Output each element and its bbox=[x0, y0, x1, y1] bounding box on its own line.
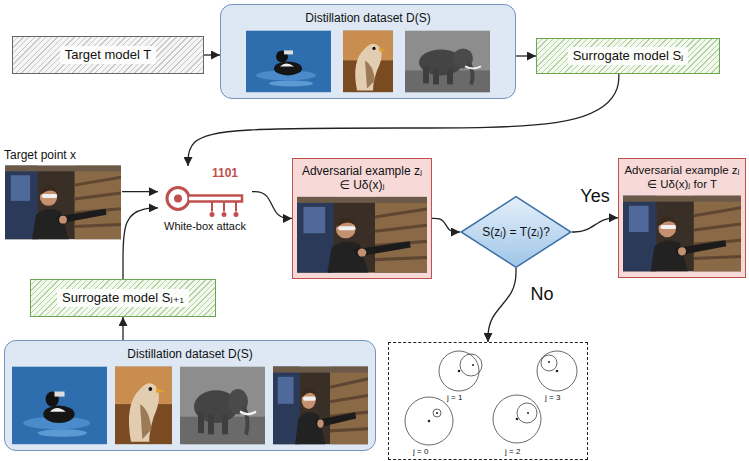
picture-row bbox=[13, 366, 367, 444]
picture-row bbox=[623, 196, 741, 272]
arrow-connector bbox=[122, 317, 123, 340]
node-label: S(zⱼ) = T(zⱼ)? bbox=[482, 225, 550, 239]
arrow-connector bbox=[204, 54, 220, 55]
iteration-panel: j = 0 j = 1 j = 2 j = 3 bbox=[388, 342, 588, 460]
model-box: Target model T bbox=[12, 36, 204, 74]
picture-elephant bbox=[405, 30, 490, 92]
picture-slot bbox=[115, 366, 172, 444]
result-box: Adversarial example zⱼ ∈ Uδ(x)ⱼ for T bbox=[618, 158, 746, 278]
node-label: j = 1 bbox=[447, 393, 462, 403]
picture-bird bbox=[115, 366, 172, 444]
node-label: j = 0 bbox=[413, 447, 428, 457]
arrow-connector bbox=[123, 208, 158, 279]
arrow-connector bbox=[432, 218, 460, 232]
picture-row bbox=[229, 30, 507, 92]
picture-key bbox=[167, 187, 242, 217]
attack-key: 1101White-box attack bbox=[158, 166, 252, 234]
picture-slot bbox=[180, 366, 265, 444]
decision-diamond: S(zⱼ) = T(zⱼ)? bbox=[460, 196, 572, 268]
edge-label: No bbox=[528, 284, 555, 305]
picture-elephant bbox=[180, 366, 265, 444]
picture-person bbox=[297, 197, 427, 273]
picture-slot bbox=[246, 30, 331, 92]
node-label: Distillation dataset D(S) bbox=[229, 11, 507, 25]
dataset-band: Distillation dataset D(S) bbox=[4, 340, 376, 451]
node-label: Surrogate model Sⱼ₊₁ bbox=[57, 289, 189, 307]
edge-label: Yes bbox=[578, 185, 611, 206]
picture-slot bbox=[12, 366, 107, 444]
picture-slot bbox=[623, 196, 741, 272]
input-image: Target point x bbox=[4, 148, 122, 239]
arrow-connector bbox=[572, 218, 618, 232]
picture-slot bbox=[162, 180, 248, 220]
arrow-connector bbox=[252, 192, 292, 219]
model-box: Surrogate model Sⱼ₊₁ bbox=[30, 279, 216, 317]
node-label: Distillation dataset D(S) bbox=[13, 347, 367, 361]
node-label: 1101 bbox=[158, 166, 252, 180]
model-box: Surrogate model Sⱼ bbox=[536, 38, 720, 74]
node-label: Surrogate model Sⱼ bbox=[568, 47, 689, 65]
picture-group bbox=[5, 30, 741, 445]
arrow-connector bbox=[516, 55, 536, 56]
picture-person bbox=[273, 366, 368, 444]
dataset-band: Distillation dataset D(S) bbox=[220, 4, 516, 99]
picture-slot bbox=[343, 30, 393, 92]
picture-row bbox=[297, 197, 427, 273]
node-label: j = 2 bbox=[505, 447, 520, 457]
picture-duck bbox=[12, 366, 107, 444]
picture-slot bbox=[405, 30, 490, 92]
picture-circles bbox=[405, 351, 577, 445]
picture-slot bbox=[273, 366, 368, 444]
picture-row bbox=[158, 180, 252, 220]
result-box: Adversarial example zⱼ ∈ Uδ(x)ⱼ bbox=[292, 158, 432, 279]
picture-bird bbox=[343, 30, 393, 92]
picture-slot bbox=[5, 165, 121, 239]
picture-slot bbox=[297, 197, 427, 273]
node-label: Adversarial example zⱼ ∈ Uδ(x)ⱼ bbox=[297, 164, 427, 193]
picture-duck bbox=[246, 30, 331, 92]
node-label: Target model T bbox=[60, 46, 156, 64]
arrow-connector bbox=[488, 268, 516, 342]
picture-person bbox=[5, 165, 121, 239]
arrow-connector bbox=[122, 191, 158, 192]
picture-row bbox=[4, 165, 122, 239]
node-label: j = 3 bbox=[545, 393, 560, 403]
diamond-shape bbox=[461, 197, 571, 268]
picture-person bbox=[623, 196, 741, 272]
node-label: Adversarial example zⱼ ∈ Uδ(x)ⱼ for T bbox=[623, 164, 741, 192]
node-label: White-box attack bbox=[158, 220, 252, 233]
node-label: Target point x bbox=[4, 148, 122, 162]
